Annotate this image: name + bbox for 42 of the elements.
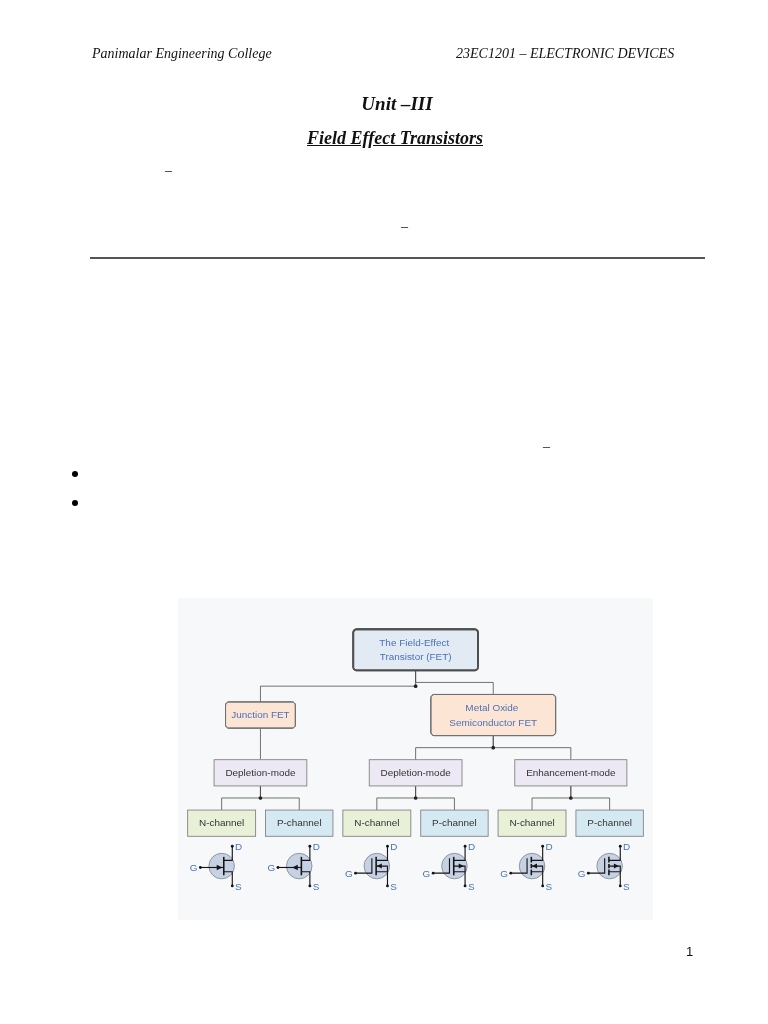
node-box [265, 809, 334, 837]
terminal-label: S [467, 881, 475, 893]
node-box [187, 809, 257, 837]
terminal-label: G [422, 867, 431, 879]
unit-heading: Unit –III [361, 93, 433, 115]
terminal-label: D [390, 841, 398, 853]
node-box [514, 759, 628, 787]
connector [415, 670, 494, 695]
dash-text: – [165, 163, 172, 180]
page-number: 1 [686, 945, 694, 960]
header-text: Panimalar Engineering College [92, 46, 272, 63]
node-box [368, 759, 463, 787]
page-title: Field Effect Transistors [307, 128, 483, 149]
terminal-label: S [312, 881, 320, 893]
connector [415, 785, 455, 811]
terminal-label: G [267, 862, 276, 873]
connector [492, 735, 572, 761]
node-box [575, 809, 644, 837]
dash-text: – [543, 439, 550, 456]
terminal-label: D [545, 841, 553, 853]
node-box [497, 809, 567, 837]
terminal-label: S [235, 881, 242, 893]
node-box [420, 809, 489, 837]
terminal-label: S [545, 881, 553, 893]
connector [260, 727, 261, 761]
node-box [342, 809, 412, 837]
terminal-label: G [189, 862, 198, 873]
terminal-label: G [577, 867, 586, 879]
connector [570, 785, 610, 811]
connector [260, 785, 300, 811]
terminal-label: G [500, 867, 508, 879]
node-box [213, 759, 308, 787]
header-text: 23EC1201 – ELECTRONIC DEVICES [456, 46, 675, 63]
figure-background: The Field-Effect Transistor (FET) Junction FET Metal Oxide Semiconductor FET Depletion-mode Depletion-mode Enhancement-mode N-channel P-channel N-channel P-channel N-channel P-channel D G S D G S D G S D G S D G S D G S [178, 598, 653, 920]
terminal-label: S [390, 881, 397, 893]
terminal-label: D [467, 841, 476, 853]
terminal-label: S [623, 881, 630, 893]
terminal-label: D [623, 841, 631, 853]
terminal-label: G [345, 867, 353, 879]
terminal-label: D [235, 841, 243, 853]
dash-text: – [401, 219, 408, 236]
terminal-label: D [312, 841, 320, 853]
